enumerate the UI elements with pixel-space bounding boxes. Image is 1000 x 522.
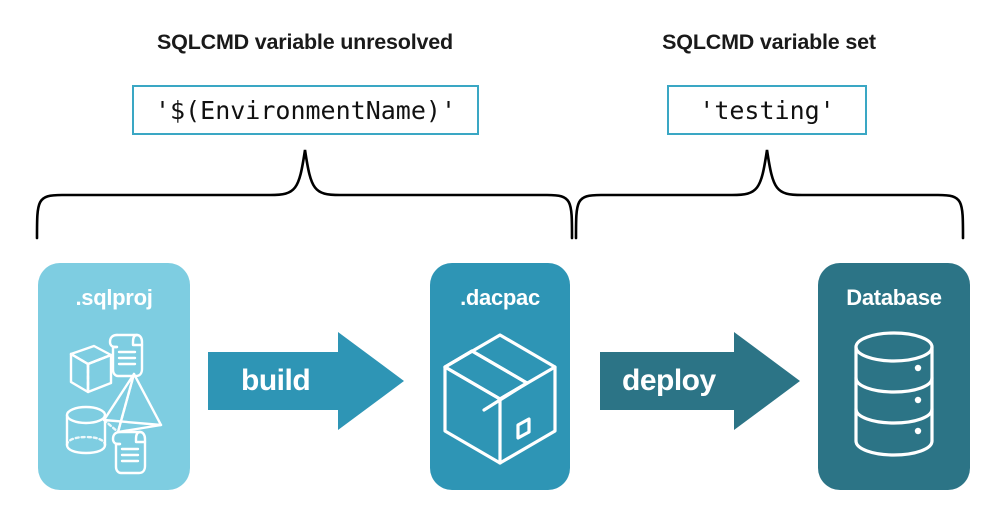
arrow-build: build — [208, 332, 404, 430]
script-scroll-icon — [111, 430, 147, 475]
heading-sqlcmd-variable-set: SQLCMD variable set — [662, 30, 876, 54]
pyramid-icon — [102, 372, 163, 434]
arrow-deploy-label: deploy — [622, 364, 716, 397]
script-scroll-icon — [108, 333, 144, 378]
arrow-build-label: build — [241, 364, 311, 397]
heading-sqlcmd-variable-unresolved: SQLCMD variable unresolved — [157, 30, 453, 54]
arrow-deploy: deploy — [600, 332, 800, 430]
brace-right-icon — [574, 149, 965, 240]
package-box-icon — [443, 333, 557, 465]
stage-label-database: Database — [846, 285, 942, 310]
sqlproj-artwork — [65, 333, 163, 475]
arrow-build-icon — [208, 332, 404, 430]
stage-box-dacpac: .dacpac — [430, 263, 570, 490]
database-cylinder-icon — [854, 331, 934, 457]
code-box-environment-name: '$(EnvironmentName)' — [132, 85, 479, 135]
code-box-testing: 'testing' — [667, 85, 867, 135]
dacpac-artwork — [443, 333, 557, 465]
database-artwork — [854, 331, 934, 457]
cylinder-icon — [65, 405, 107, 455]
arrow-deploy-icon — [600, 332, 800, 430]
stage-box-sqlproj: .sqlproj — [38, 263, 190, 490]
stage-box-database: Database — [818, 263, 970, 490]
brace-left-icon — [35, 149, 574, 240]
cube-icon — [69, 344, 113, 394]
stage-label-dacpac: .dacpac — [460, 285, 540, 310]
stage-label-sqlproj: .sqlproj — [75, 285, 153, 310]
